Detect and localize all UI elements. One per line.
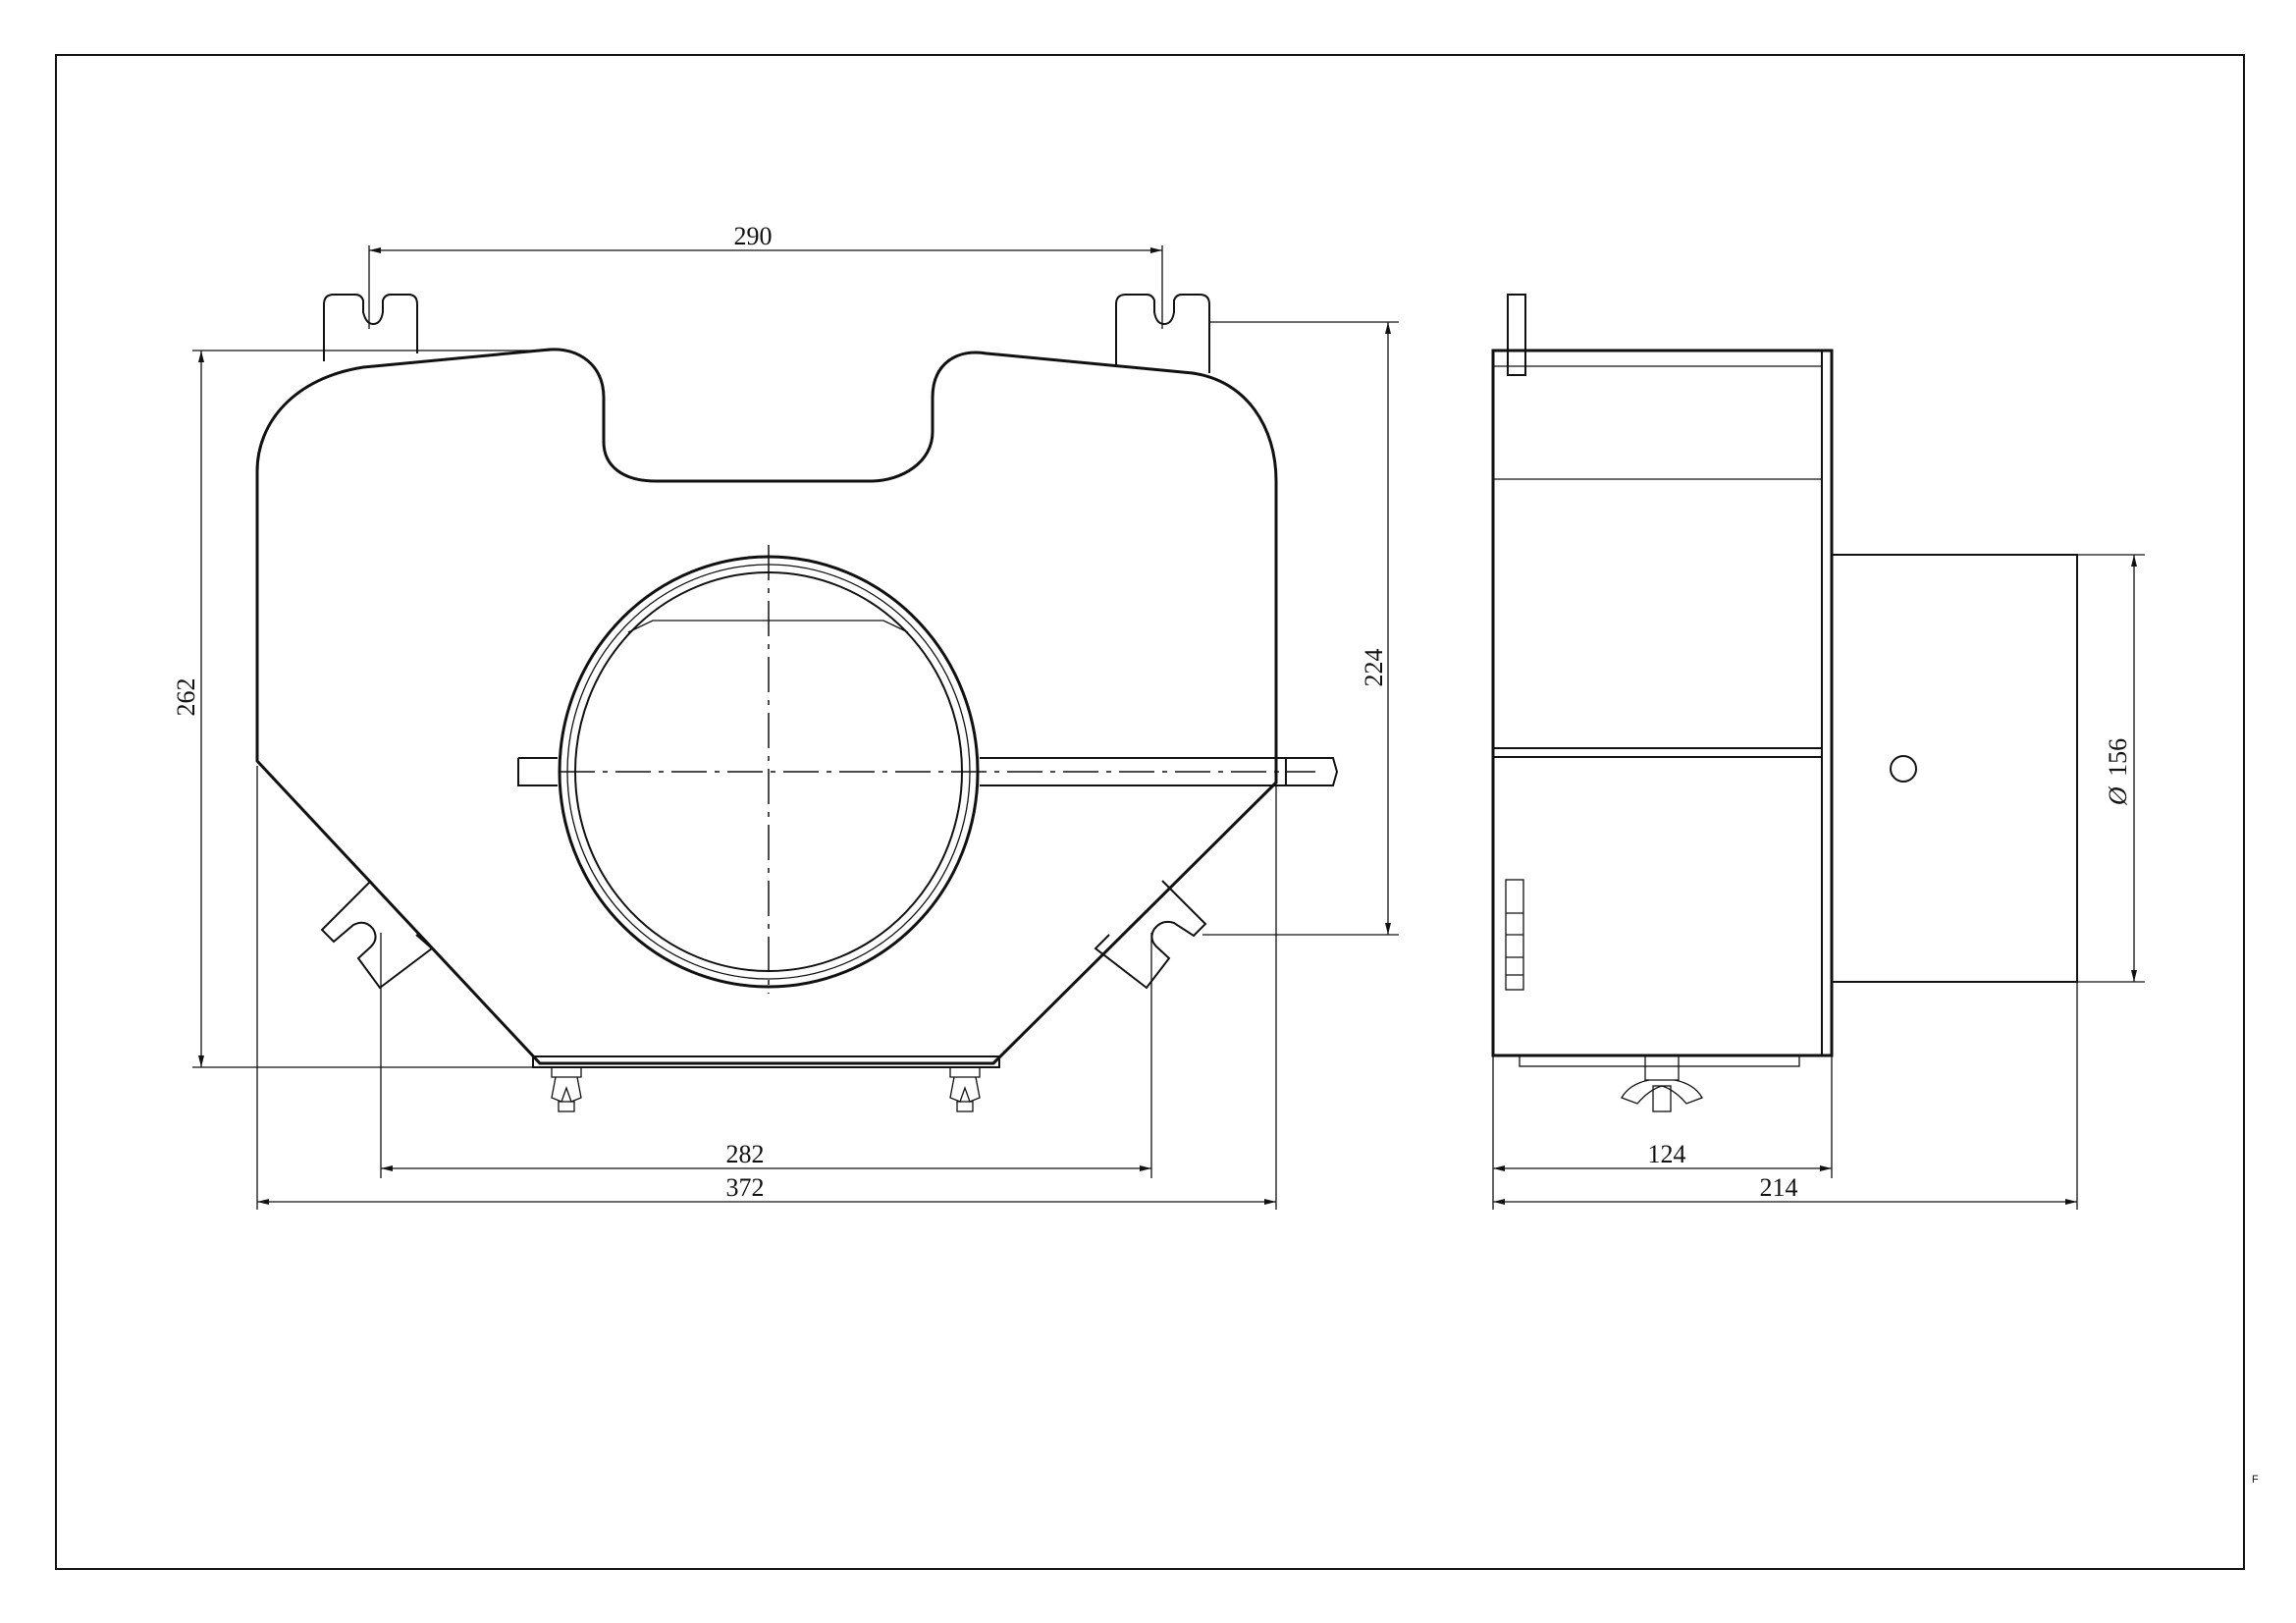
side-latch — [1505, 879, 1524, 991]
diameter-symbol: Ø — [2104, 785, 2132, 806]
dim-overall-width — [256, 766, 1277, 1210]
side-base-plate — [1519, 1055, 1800, 1067]
right-hanging-hook — [1115, 294, 1210, 373]
dim-label-214: 214 — [1760, 1173, 1798, 1202]
dim-label-224: 224 — [1360, 649, 1388, 687]
dim-pipe-diameter — [2077, 554, 2145, 983]
support-bar — [517, 757, 1339, 786]
dim-label-diameter-156: Ø 156 — [2104, 738, 2132, 806]
diameter-value: 156 — [2104, 738, 2132, 777]
dim-label-124: 124 — [1648, 1140, 1686, 1168]
side-wingnut-foot — [1621, 1055, 1703, 1112]
left-mounting-bracket — [320, 880, 434, 990]
dim-label-262: 262 — [172, 678, 200, 717]
left-wingnut-foot — [551, 1067, 582, 1112]
side-pipe-screw — [1890, 755, 1917, 783]
dim-label-290: 290 — [734, 222, 773, 250]
dim-hook-spacing — [368, 245, 1163, 329]
right-wingnut-foot — [949, 1067, 981, 1112]
dim-body-depth — [1492, 1055, 1833, 1210]
drawing-frame — [55, 54, 2245, 1570]
side-body — [1491, 349, 1834, 1057]
side-pipe-spigot — [1831, 554, 2078, 983]
front-housing-outline — [255, 348, 1278, 1065]
corner-mark: F — [2252, 1474, 2259, 1486]
dim-overall-depth — [1493, 982, 2078, 1210]
dim-bracket-spacing — [380, 933, 1152, 1178]
base-plate — [532, 1055, 1000, 1068]
dim-hook-to-bracket — [1202, 321, 1399, 936]
right-mounting-bracket — [1094, 880, 1207, 990]
side-hook-tab — [1507, 294, 1526, 376]
left-hanging-hook — [323, 294, 418, 361]
dim-overall-height — [192, 350, 550, 1068]
side-view: 124 214 Ø 156 — [1491, 294, 2145, 1210]
dim-label-282: 282 — [726, 1140, 765, 1168]
front-view: 290 262 224 282 372 — [172, 222, 1399, 1210]
svg-text:Ø 156: Ø 156 — [2104, 738, 2132, 806]
dim-label-372: 372 — [726, 1173, 765, 1202]
